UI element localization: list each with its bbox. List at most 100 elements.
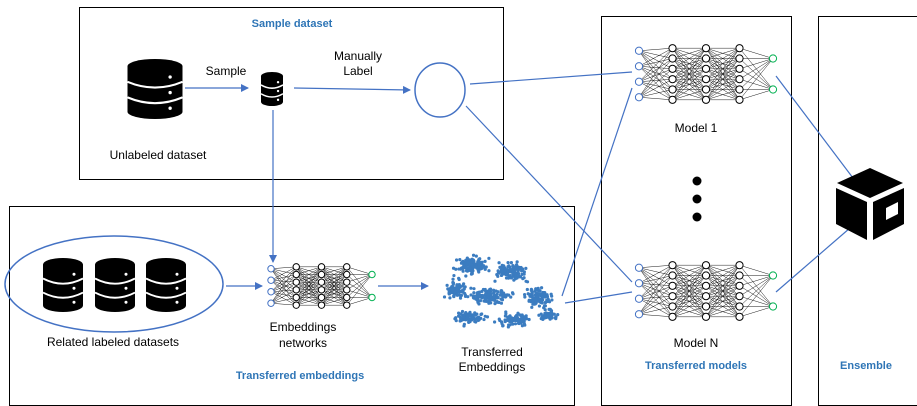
network-node (668, 75, 677, 84)
network-node (634, 62, 644, 71)
manually-label-line2: Label (343, 64, 373, 78)
network-node (368, 270, 376, 279)
network-node (701, 281, 711, 290)
network-node (701, 271, 711, 280)
transferred-embeddings-line1: Transferred (461, 345, 523, 359)
network-node (735, 54, 744, 63)
package-top-face (837, 168, 903, 198)
unlabeled-dataset-label: Unlabeled dataset (109, 148, 207, 162)
ensemble-title: Ensemble (840, 360, 892, 372)
network-node (267, 288, 275, 296)
network-node (267, 299, 275, 307)
network-node (634, 310, 644, 319)
package-left-face (836, 188, 867, 240)
network-node (368, 293, 376, 302)
network-node (701, 312, 711, 321)
embeddings-networks-line2: networks (278, 336, 328, 350)
package-icon (836, 168, 904, 240)
related-labeled-datasets-label: Related labeled datasets (46, 335, 180, 349)
network-node (292, 270, 300, 279)
network-node (668, 95, 677, 104)
network-node (668, 261, 677, 270)
ellipsis-dot (692, 212, 702, 222)
network-node (668, 85, 677, 94)
network-node (701, 292, 711, 301)
network-node (317, 293, 326, 302)
network-node (668, 281, 677, 290)
network-node (701, 75, 711, 84)
network-node (701, 85, 711, 94)
database-layer (42, 58, 284, 312)
network-node (668, 302, 677, 311)
manually-label-line1: Manually (333, 49, 383, 63)
database-icon (260, 72, 284, 106)
sample-label: Sample (205, 64, 247, 78)
arrow-sample-to-label (293, 85, 411, 94)
network-node (668, 44, 677, 53)
network-node (735, 281, 744, 290)
network-node (701, 95, 711, 104)
embeddings-networks-line1: Embeddings (269, 320, 337, 334)
network-node (292, 278, 300, 286)
related-datasets-ellipse (4, 235, 224, 333)
neural-network-icon (634, 44, 778, 104)
network-node (735, 312, 744, 321)
ellipsis-dot (692, 176, 702, 186)
network-node (701, 261, 711, 270)
network-node (634, 93, 644, 102)
network-node (317, 270, 326, 279)
network-node (735, 95, 744, 104)
network-node (768, 271, 778, 280)
network-node (735, 64, 744, 73)
network-node (668, 292, 677, 301)
network-layer (267, 44, 778, 321)
sample-dataset-title: Sample dataset (251, 18, 333, 30)
package-label (886, 202, 898, 220)
neural-network-icon (267, 263, 376, 309)
network-node (292, 286, 300, 294)
network-node (267, 265, 275, 273)
manual-label-circle (414, 62, 466, 118)
neural-network-icon (634, 261, 778, 321)
network-node (735, 271, 744, 280)
network-node (668, 64, 677, 73)
database-icon (94, 258, 136, 312)
network-node (267, 276, 275, 284)
database-icon (127, 58, 183, 120)
network-node (343, 286, 351, 294)
network-node (735, 44, 744, 53)
more-models-dots (692, 176, 702, 222)
network-node (634, 294, 644, 303)
network-node (768, 302, 778, 311)
line-model1-to-ensemble (775, 75, 857, 183)
network-node (634, 279, 644, 288)
network-node (735, 85, 744, 94)
network-node (668, 54, 677, 63)
line-cloud-to-model1 (561, 87, 633, 297)
network-node (701, 44, 711, 53)
network-node (317, 263, 326, 271)
network-node (292, 293, 300, 302)
scatter-cloud-icon (442, 253, 560, 329)
network-node (292, 263, 300, 271)
network-node (668, 312, 677, 321)
network-node (317, 286, 326, 294)
network-node (317, 278, 326, 286)
model-1-label: Model 1 (674, 121, 718, 135)
line-cloud-to-modeln (564, 291, 633, 304)
network-node (735, 75, 744, 84)
network-node (768, 85, 778, 94)
network-node (735, 261, 744, 270)
network-node (735, 292, 744, 301)
network-node (634, 77, 644, 86)
network-node (701, 302, 711, 311)
network-node (668, 271, 677, 280)
transferred-embeddings-line2: Embeddings (458, 360, 526, 374)
network-node (292, 301, 300, 309)
network-node (634, 46, 644, 55)
transferred-embeddings-title: Transferred embeddings (235, 370, 365, 382)
model-n-label: Model N (673, 336, 719, 350)
database-icon (42, 258, 84, 312)
connection-lines (185, 71, 857, 304)
